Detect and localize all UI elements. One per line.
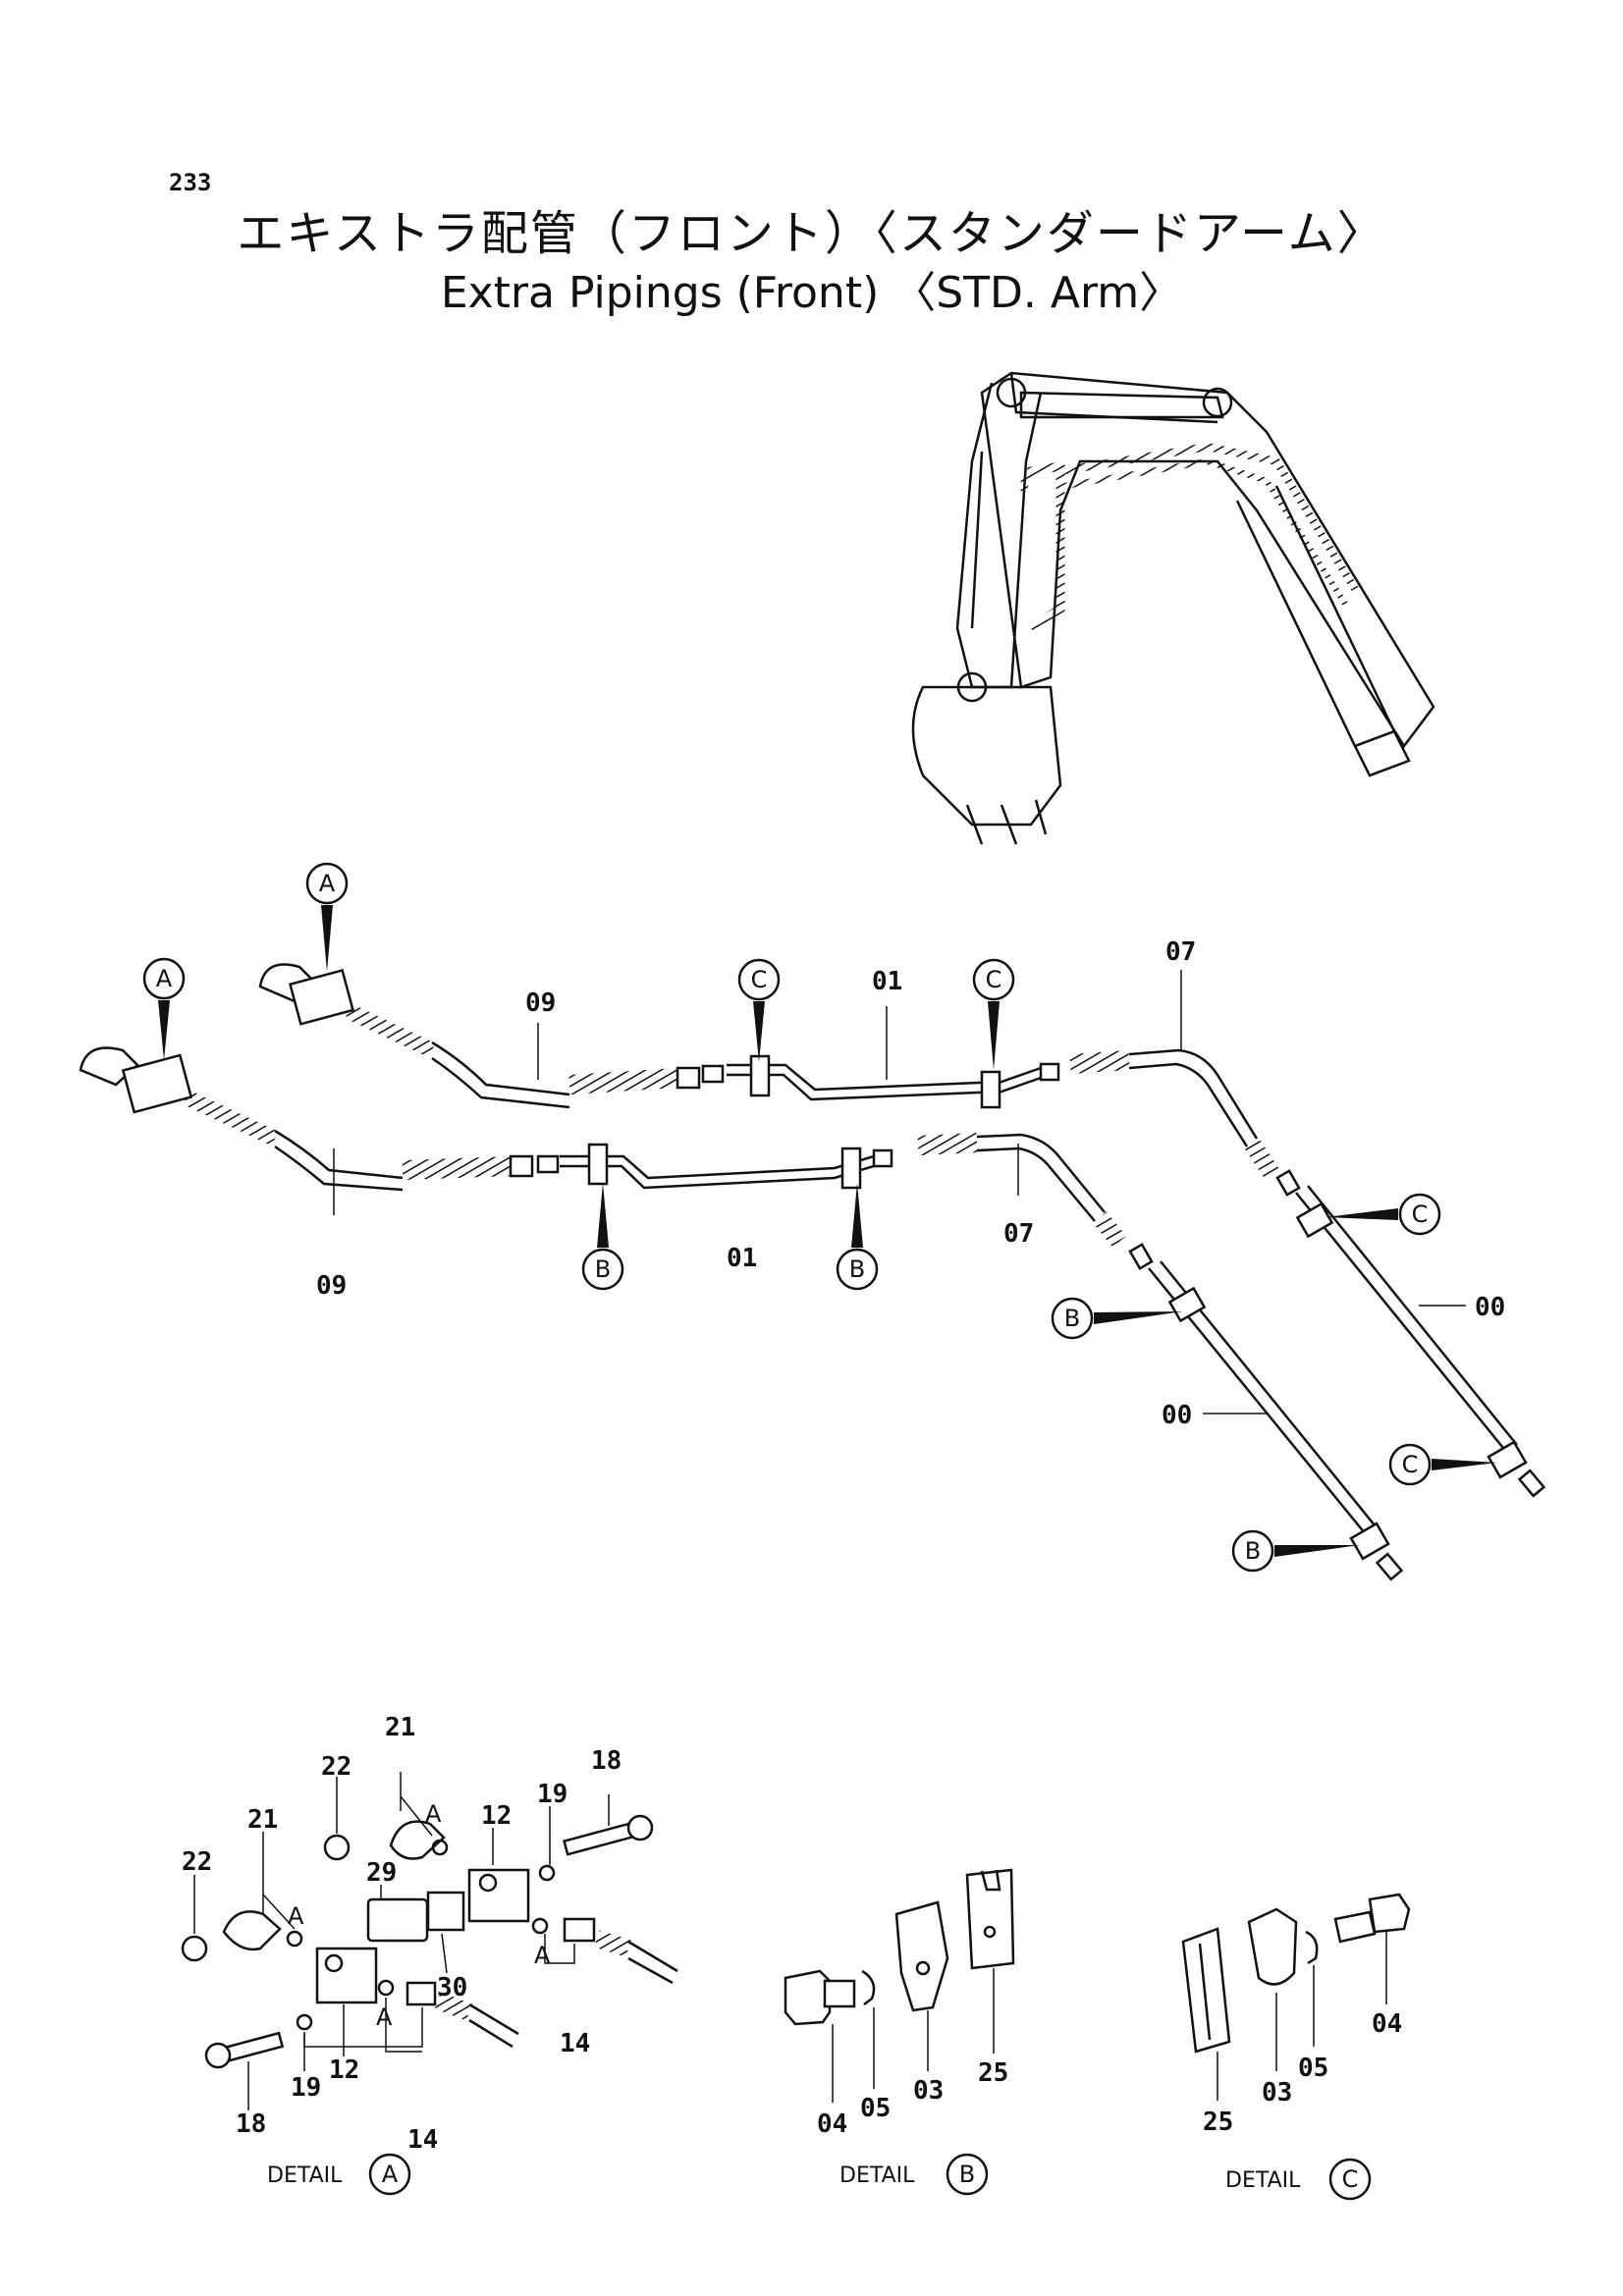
- part-leader-lines: [333, 970, 1466, 1415]
- callout-c-1: C: [751, 966, 768, 993]
- callout-a-lower: A: [156, 965, 173, 992]
- detail-b-illustration: [784, 1868, 1015, 2103]
- label-part-00-right: 00: [1475, 1293, 1505, 1322]
- detail-c-part-05: 05: [1298, 2054, 1328, 2083]
- detail-a-mark-a-2: A: [425, 1800, 442, 1828]
- detail-a-mark-a-3: A: [534, 1942, 551, 1969]
- detail-a-part-14-b: 14: [407, 2125, 438, 2155]
- label-part-01-upper: 01: [872, 967, 902, 996]
- detail-a-part-12-b: 12: [329, 2056, 359, 2085]
- detail-c-illustration: [1181, 1893, 1411, 2101]
- callout-c-3: C: [1412, 1201, 1429, 1228]
- detail-a-part-18-b: 18: [236, 2109, 266, 2139]
- detail-a-illustration: [181, 1772, 678, 2110]
- detail-a-part-18: 18: [591, 1746, 622, 1776]
- upper-pipe-run: [258, 963, 1546, 1498]
- callout-b-4: B: [1245, 1537, 1261, 1565]
- detail-a-part-22: 22: [182, 1847, 212, 1877]
- detail-a-caption: DETAIL: [267, 2163, 343, 2188]
- detail-b-part-03: 03: [913, 2076, 944, 2106]
- detail-b-part-25: 25: [978, 2058, 1008, 2088]
- callout-c-4: C: [1402, 1451, 1419, 1478]
- detail-b-part-04: 04: [817, 2109, 847, 2139]
- detail-a-circle: [368, 2153, 411, 2196]
- label-part-07-lower: 07: [1003, 1219, 1034, 1249]
- callout-b-3: B: [1064, 1305, 1080, 1332]
- detail-a-part-19-b: 19: [291, 2073, 321, 2103]
- callout-markers: [142, 862, 1497, 1573]
- detail-a-mark-a-4: A: [376, 2003, 393, 2031]
- lower-pipe-run: [79, 1046, 1404, 1581]
- detail-b-part-05: 05: [860, 2094, 891, 2123]
- detail-b-caption: DETAIL: [839, 2163, 915, 2188]
- detail-a-part-29: 29: [366, 1858, 397, 1888]
- detail-a-part-14: 14: [560, 2029, 590, 2058]
- detail-a-mark-a-1: A: [288, 1902, 304, 1930]
- detail-a-part-12: 12: [481, 1801, 512, 1831]
- detail-c-caption: DETAIL: [1225, 2168, 1301, 2193]
- detail-b-letter: B: [959, 2161, 975, 2188]
- detail-c-part-03: 03: [1262, 2078, 1292, 2108]
- excavator-front-illustration: [911, 371, 1435, 845]
- detail-c-circle: [1328, 2158, 1372, 2201]
- detail-a-part-22-b: 22: [321, 1752, 352, 1782]
- detail-a-part-21-b: 21: [385, 1713, 415, 1742]
- detail-a-part-21: 21: [247, 1805, 278, 1835]
- title-japanese: エキストラ配管（フロント）〈スタンダードアーム〉: [237, 206, 1386, 261]
- detail-a-letter: A: [382, 2161, 399, 2188]
- callout-c-2: C: [986, 966, 1002, 993]
- detail-c-letter: C: [1342, 2165, 1359, 2193]
- label-part-00-left: 00: [1162, 1401, 1192, 1430]
- detail-c-part-04: 04: [1372, 2009, 1402, 2039]
- detail-b-circle: [946, 2153, 989, 2196]
- callout-a-upper: A: [319, 870, 336, 897]
- callout-b-1: B: [595, 1255, 611, 1283]
- label-part-07-upper: 07: [1165, 937, 1196, 967]
- callout-b-2: B: [849, 1255, 865, 1283]
- title-english: Extra Pipings (Front) 〈STD. Arm〉: [440, 268, 1183, 318]
- label-part-01-lower: 01: [727, 1244, 757, 1273]
- detail-a-part-30: 30: [437, 1973, 467, 2002]
- label-part-09-lower: 09: [316, 1271, 347, 1301]
- label-part-09-upper: 09: [525, 988, 556, 1018]
- detail-a-part-19: 19: [537, 1780, 568, 1809]
- detail-c-part-25: 25: [1203, 2108, 1233, 2137]
- page-number: 233: [169, 169, 212, 196]
